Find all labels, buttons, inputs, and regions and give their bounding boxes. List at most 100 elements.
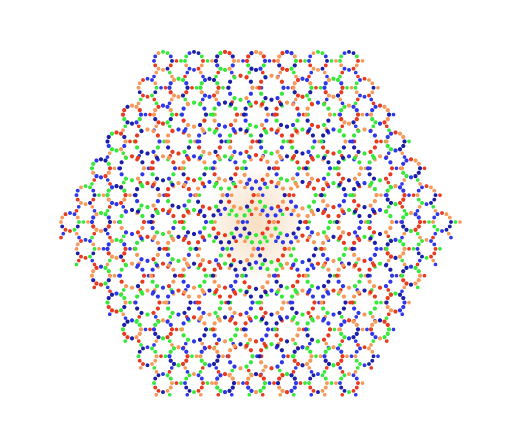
ring-dot [308,385,313,390]
ring-dot [275,290,280,295]
spoke-dot [446,231,451,236]
ring-dot [191,261,197,266]
ring-dot [309,85,314,90]
spoke-dot [249,212,254,217]
ring-dot [321,337,327,342]
ring-dot [309,316,315,322]
ring-dot [356,290,361,295]
ring-dot [151,203,156,208]
ring-dot [377,261,383,266]
ring-dot [368,290,373,295]
ring-dot [413,227,418,232]
ring-dot [354,331,359,336]
spoke-dot [138,366,143,370]
ring-dot [362,345,367,350]
ring-dot [284,100,290,105]
ring-dot [249,373,254,378]
spoke-dot [322,392,327,397]
ring-dot [98,228,104,234]
ring-dot [165,335,170,340]
ring-dot [354,349,359,354]
ring-dot [305,279,310,284]
spoke-dot [278,392,283,397]
spoke-dot [128,139,132,144]
ring-dot [226,85,231,90]
spoke-dot [101,193,106,197]
ring-dot [300,259,305,265]
spoke-dot [218,212,223,217]
ring-dot [141,166,147,171]
ring-dot [217,133,222,138]
spoke-dot [438,247,442,251]
spoke-dot [152,366,157,370]
ring-dot [151,182,156,187]
ring-dot [83,237,88,242]
ring-dot [136,85,141,90]
ring-dot [153,117,158,122]
ring-dot [290,133,295,138]
ring-dot [185,337,191,342]
ring-dot [260,262,265,267]
spoke-dot [338,74,342,79]
ring-dot [197,306,202,311]
ring-dot [393,148,398,153]
spoke-dot [90,205,95,209]
ring-dot [74,193,79,198]
ring-dot [140,172,145,177]
ring-dot [199,349,204,354]
ring-dot [383,209,389,214]
ring-dot [181,267,186,272]
spoke-dot [90,258,95,263]
ring-dot [75,197,80,202]
ring-dot [242,213,247,218]
ring-dot [135,187,140,192]
spoke-dot [386,151,391,155]
ring-dot [154,209,160,214]
ring-dot [151,112,157,117]
ring-dot [347,68,351,72]
spoke-dot [418,182,422,186]
ring-dot [122,322,127,327]
ring-dot [176,288,181,293]
ring-dot [171,346,177,351]
ring-dot [139,236,144,241]
ring-dot [214,258,219,263]
ring-dot [353,354,358,359]
spoke-dot [298,381,303,385]
ring-dot [336,160,341,165]
spoke-dot [400,312,405,317]
ring-dot [176,234,181,239]
ring-dot [340,230,346,235]
spoke-dot [307,97,312,102]
ring-dot [265,159,270,164]
ring-dot [94,174,99,179]
ring-dot [192,372,196,376]
ring-dot [134,335,139,340]
ring-dot [343,193,348,198]
ring-dot [401,161,406,166]
ring-dot [150,279,155,284]
ring-dot [238,259,243,265]
ring-dot [125,104,130,109]
ring-dot [98,282,104,287]
ring-dot [202,77,208,83]
ring-dot [331,205,336,210]
ring-dot [261,376,266,381]
ring-dot [331,94,336,99]
ring-dot [259,348,264,353]
ring-dot [181,225,186,231]
ring-dot [202,225,207,231]
ring-dot [176,258,181,263]
ring-dot [274,172,279,177]
ring-dot [203,112,209,117]
ring-dot [263,128,268,134]
ring-dot [269,151,274,156]
spoke-dot [365,327,369,332]
ring-dot [145,288,150,293]
spoke-dot [322,70,327,75]
ring-dot [319,246,324,251]
ring-dot [228,316,234,322]
ring-dot [79,239,83,243]
ring-dot [447,224,452,229]
ring-dot [217,145,222,150]
